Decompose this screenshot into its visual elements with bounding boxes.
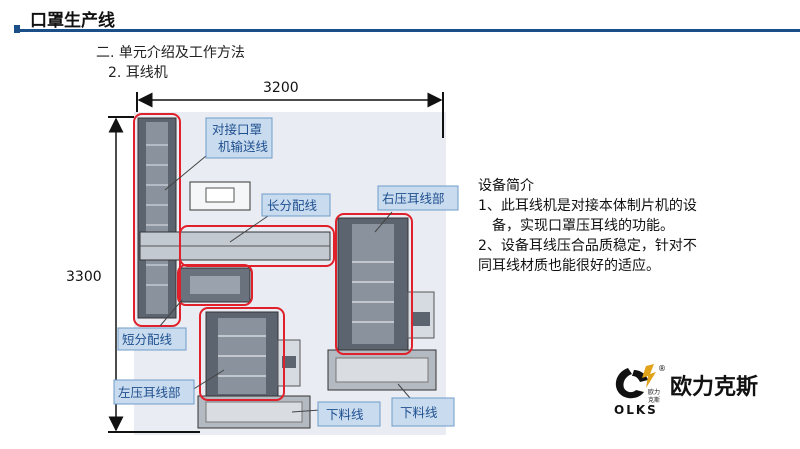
callout-discharge-left-label: 下料线 [326,407,364,422]
callout-discharge-right-label: 下料线 [400,405,438,420]
highlight-left-press [199,307,285,401]
highlight-short-split [177,264,253,306]
description-line-1: 1、此耳线机是对接本体制片机的设 [478,198,697,214]
brand-letters: OLKS [614,403,658,417]
page-title: 口罩生产线 [30,11,115,31]
brand-registered-mark: ® [658,364,666,373]
description-line-4: 同耳线材质也能很好的适应。 [478,258,660,274]
equipment-description: 设备简介 1、此耳线机是对接本体制片机的设 备，实现口罩压耳线的功能。 2、设备… [478,176,697,276]
brand-name: 欧力克斯 [670,374,758,400]
vertical-conveyor [137,117,177,319]
callout-connect-conveyor: 对接口罩 机输送线 [205,117,273,159]
left-discharge-unit [197,395,311,429]
callout-right-press: 右压耳线部 [377,185,459,211]
left-press-machine [205,311,301,397]
callout-connect-line-2: 机输送线 [218,139,269,154]
highlight-right-press [335,213,413,355]
callout-left-press: 左压耳线部 [113,379,195,405]
long-split-conveyor [139,231,331,261]
callout-discharge-left: 下料线 [317,401,381,427]
highlight-vertical-conveyor [133,113,181,327]
section-subheading: 2. 耳线机 [108,65,168,81]
height-dimension-label: 3300 [66,269,102,285]
callout-left-press-label: 左压耳线部 [118,385,181,400]
brand-logo: ® 欧力 克斯 OLKS 欧力克斯 [614,364,758,417]
description-line-2: 备，实现口罩压耳线的功能。 [492,218,674,234]
callout-long-split: 长分配线 [261,193,331,217]
callout-long-split-label: 长分配线 [267,198,318,213]
callout-right-press-label: 右压耳线部 [382,191,445,206]
description-line-3: 2、设备耳线压合品质稳定，针对不 [478,238,697,254]
callout-connect-line-1: 对接口罩 [212,122,262,137]
brand-small-text-2: 克斯 [648,396,660,404]
control-box [189,181,251,211]
callout-discharge-right: 下料线 [391,397,455,427]
width-dimension-label: 3200 [263,80,299,96]
short-split-conveyor [179,267,251,303]
brand-mark-icon [615,364,656,399]
right-discharge-unit [327,349,437,391]
right-press-machine [337,217,435,351]
callout-short-split: 短分配线 [117,327,187,351]
callout-short-split-label: 短分配线 [122,332,173,347]
description-title: 设备简介 [478,178,534,194]
highlight-long-split [179,225,335,267]
section-heading: 二. 单元介绍及工作方法 [96,45,245,61]
header-divider [14,29,800,32]
brand-small-text-1: 欧力 [648,388,660,396]
